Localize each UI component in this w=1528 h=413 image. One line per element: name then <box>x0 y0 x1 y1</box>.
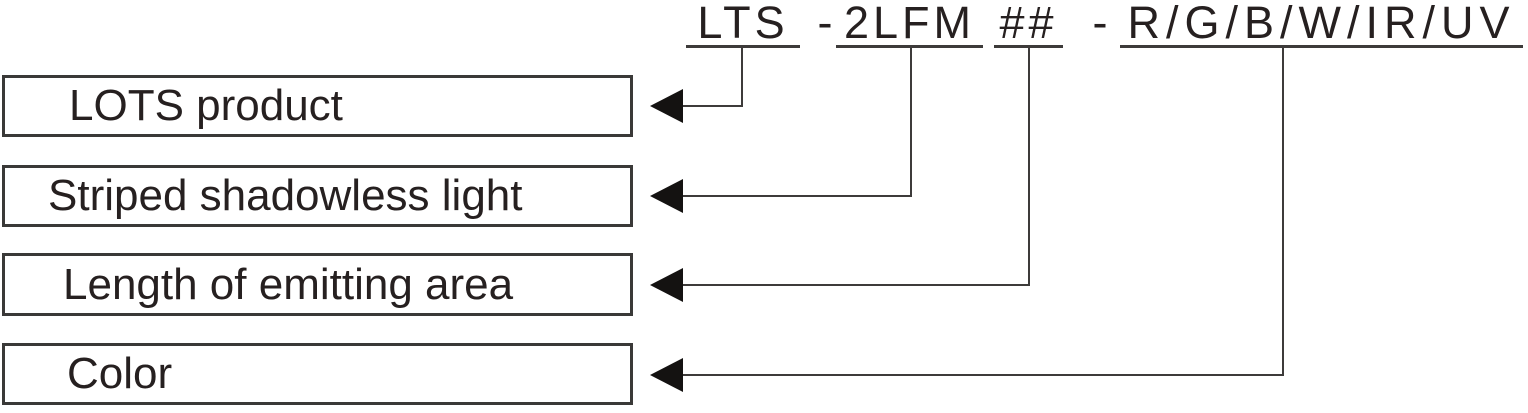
label-text-color: Color <box>67 349 173 398</box>
label-box-product: LOTS product <box>2 75 633 137</box>
arrow-left-icon-length <box>650 268 683 302</box>
connector-vline-series <box>910 48 912 196</box>
connector-hline-product <box>681 105 743 107</box>
arrow-left-icon-product <box>650 89 683 123</box>
part-code-color-options: R/G/B/W/IR/UV <box>1120 0 1523 48</box>
label-text-series: Striped shadowless light <box>48 171 523 220</box>
part-code-separator-1: - <box>817 0 833 48</box>
label-box-color: Color <box>2 343 633 405</box>
label-text-length: Length of emitting area <box>63 259 514 309</box>
part-code-separator-2: - <box>1092 0 1108 48</box>
connector-vline-color <box>1282 48 1284 375</box>
connector-vline-length <box>1028 48 1030 285</box>
connector-hline-series <box>681 195 912 197</box>
part-code-length: ## <box>994 0 1063 48</box>
connector-hline-length <box>681 284 1030 286</box>
label-text-product: LOTS product <box>69 81 343 130</box>
label-box-length: Length of emitting area <box>2 253 633 316</box>
arrow-left-icon-color <box>650 358 683 392</box>
arrow-left-icon-series <box>650 179 683 213</box>
part-code-product: LTS <box>686 0 800 48</box>
part-code-series: 2LFM <box>836 0 983 48</box>
connector-vline-product <box>741 48 743 106</box>
label-box-series: Striped shadowless light <box>2 165 633 227</box>
connector-hline-color <box>681 374 1284 376</box>
